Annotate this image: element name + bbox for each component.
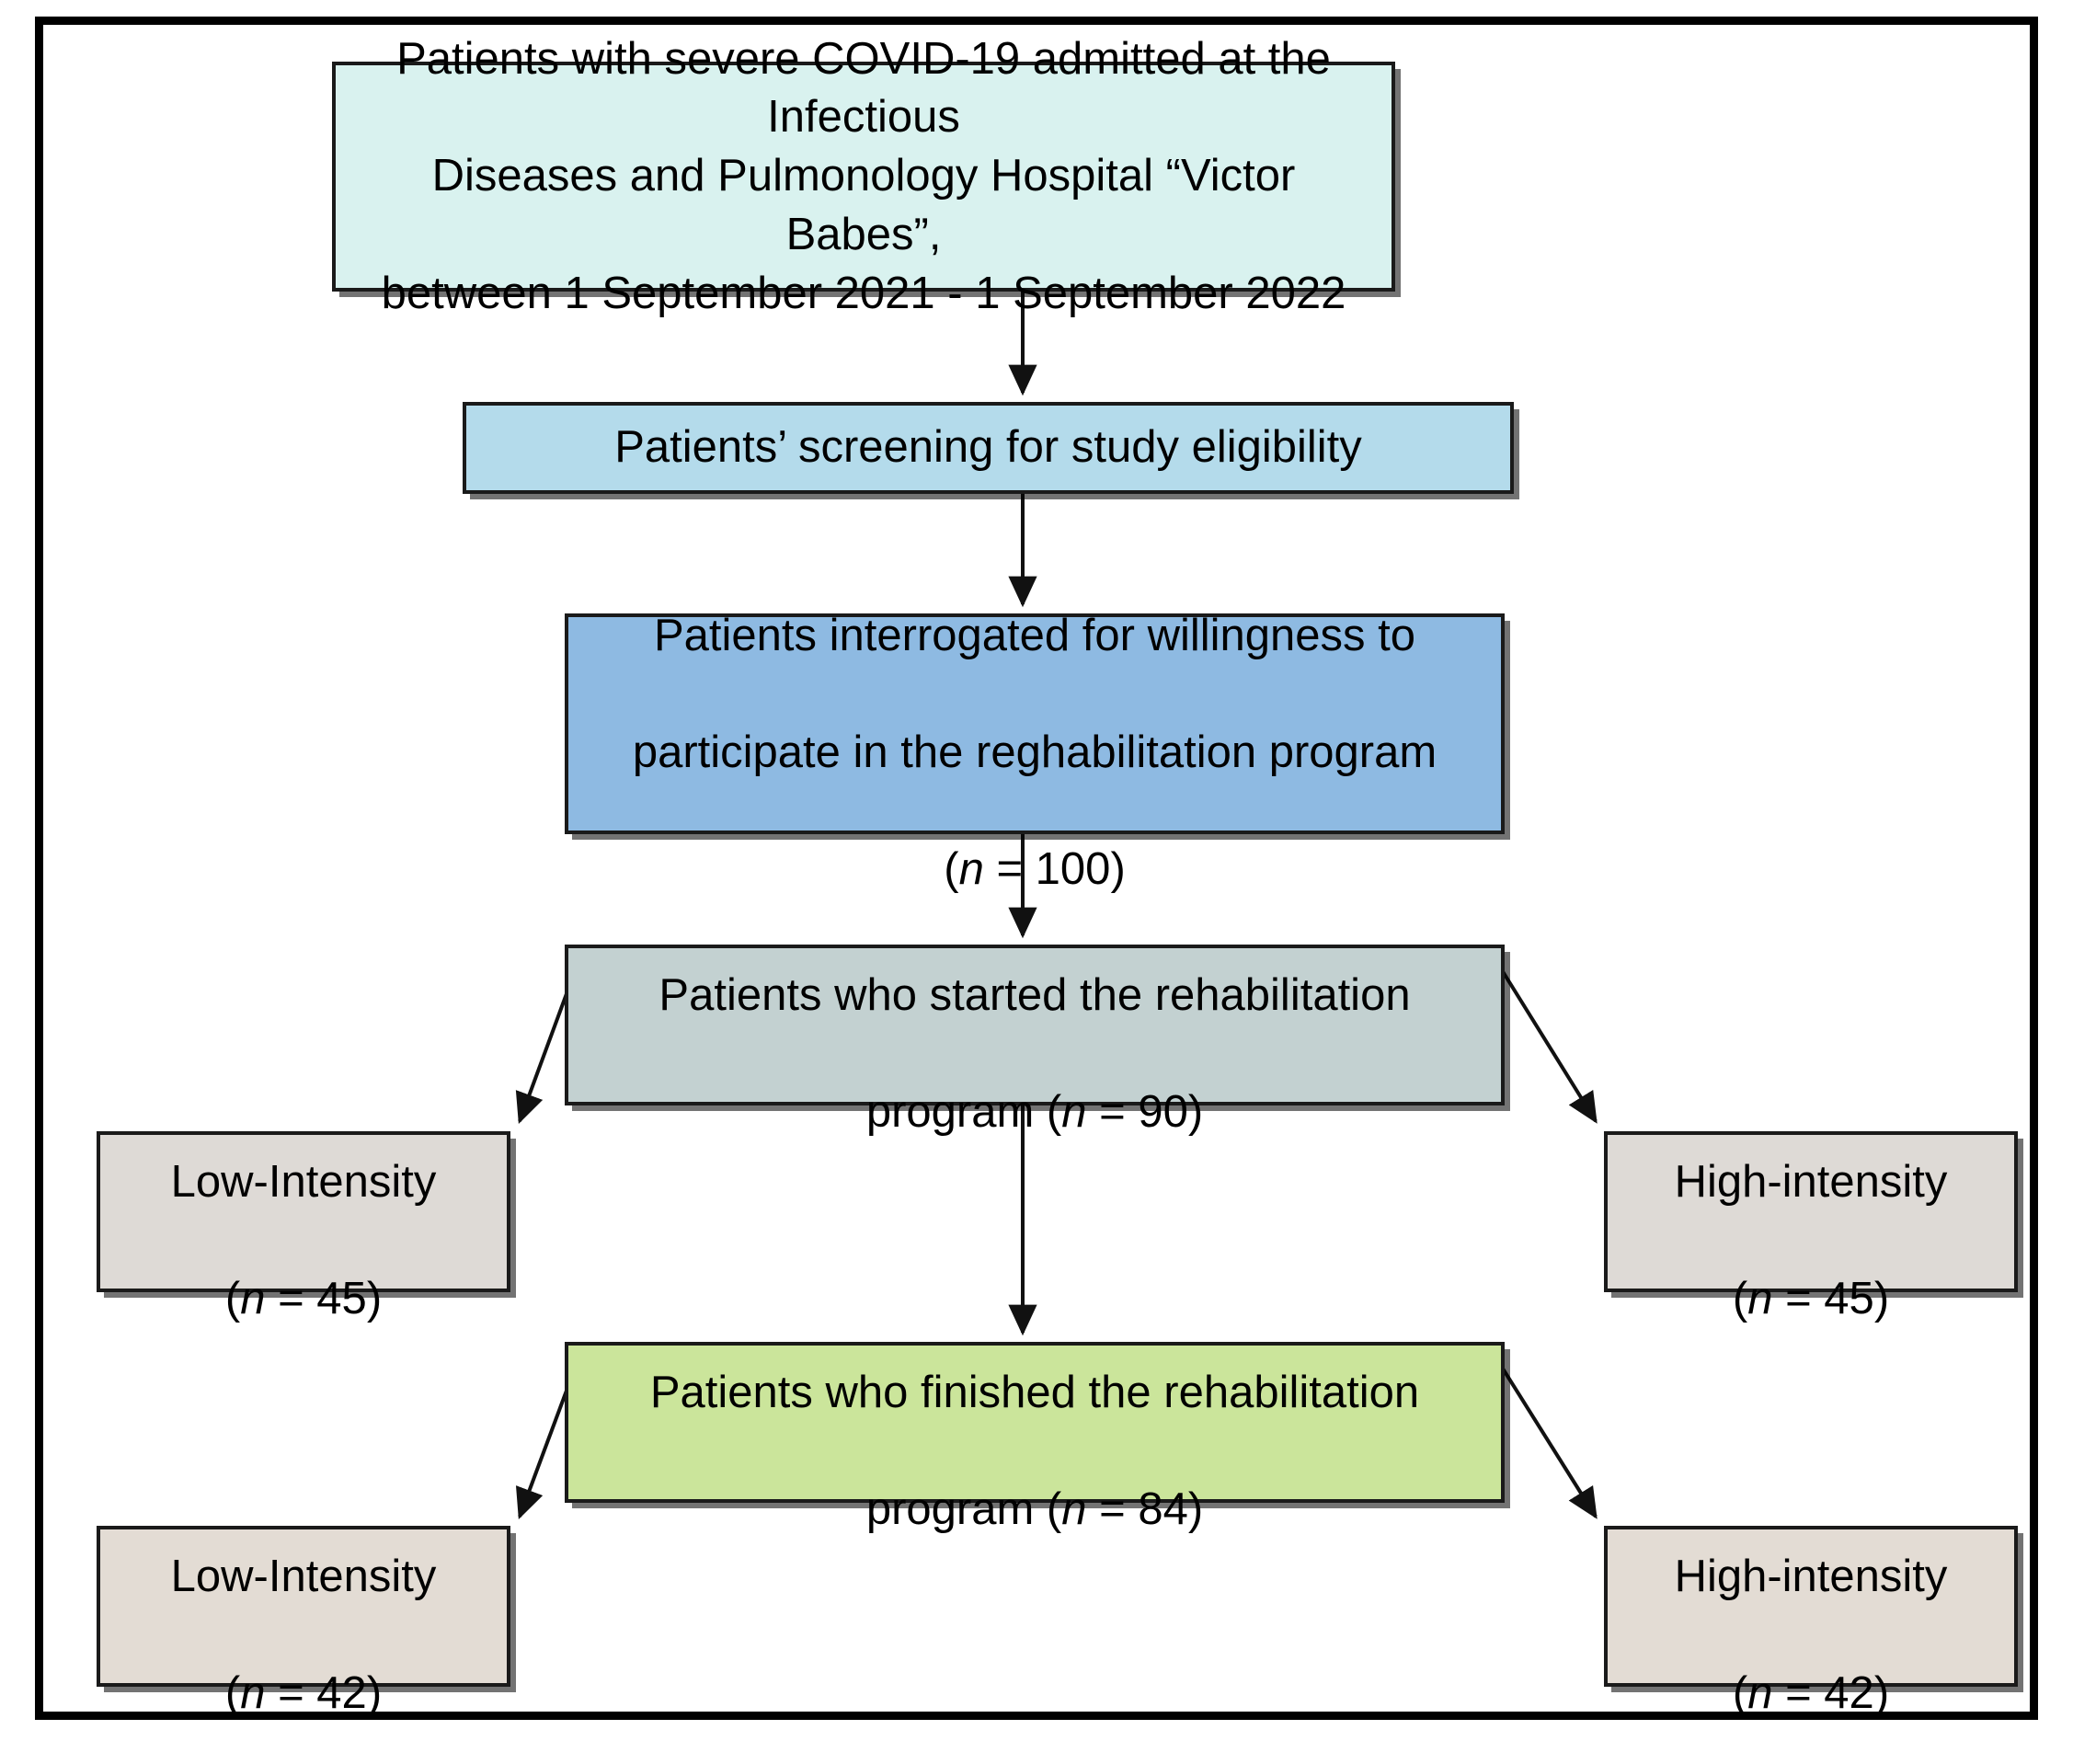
node-low-45-count: 45 xyxy=(316,1274,367,1324)
node-high-45-paren-open: ( xyxy=(1732,1274,1748,1324)
node-started-text: Patients who started the rehabilitation … xyxy=(581,908,1488,1142)
node-high-45-label: High-intensity xyxy=(1674,1156,1948,1207)
node-high-42-label: High-intensity xyxy=(1674,1551,1948,1601)
node-interrogated-count: 100 xyxy=(1035,844,1111,895)
node-low-42-count: 42 xyxy=(316,1668,367,1719)
node-low-45-paren-open: ( xyxy=(224,1274,241,1324)
node-high-42-text: High-intensity (n = 42) xyxy=(1621,1489,2001,1724)
node-started-n-symbol: n xyxy=(1061,1087,1087,1138)
node-screening-text: Patients’ screening for study eligibilit… xyxy=(614,422,1362,473)
node-high-45-n-symbol: n xyxy=(1747,1274,1773,1324)
node-started-count: 90 xyxy=(1138,1087,1188,1138)
node-low-45-equals: = xyxy=(265,1274,317,1324)
node-high-42-equals: = xyxy=(1772,1668,1825,1719)
node-high-42-count: 42 xyxy=(1824,1668,1874,1719)
node-started-line2-suffix: ) xyxy=(1187,1087,1204,1138)
node-interrogated-text: Patients interrogated for willingness to… xyxy=(581,548,1488,899)
node-low-45-label: Low-Intensity xyxy=(170,1156,437,1207)
node-interrogated-line1: Patients interrogated for willingness to xyxy=(654,610,1415,660)
node-interrogated-paren-open: ( xyxy=(944,844,959,895)
node-patients-interrogated[interactable]: Patients interrogated for willingness to… xyxy=(565,611,1505,894)
node-low-42-paren-close: ) xyxy=(366,1668,383,1719)
node-low-42-n-symbol: n xyxy=(240,1668,266,1719)
node-patients-screening[interactable]: Patients’ screening for study eligibilit… xyxy=(463,402,1514,494)
node-high-45-equals: = xyxy=(1772,1274,1825,1324)
node-low-42-label: Low-Intensity xyxy=(170,1551,437,1601)
node-low-42-text: Low-Intensity (n = 42) xyxy=(113,1489,494,1724)
node-low-45-paren-close: ) xyxy=(366,1274,383,1324)
node-low-intensity-42[interactable]: Low-Intensity (n = 42) xyxy=(97,1526,510,1718)
node-high-45-text: High-intensity (n = 45) xyxy=(1621,1094,2001,1329)
node-finished-line2-prefix: program ( xyxy=(865,1484,1062,1535)
node-patients-finished[interactable]: Patients who finished the rehabilitation… xyxy=(565,1342,1505,1534)
node-finished-equals: = xyxy=(1086,1484,1139,1535)
node-finished-count: 84 xyxy=(1138,1484,1188,1535)
node-interrogated-equals: = xyxy=(983,844,1036,895)
node-low-45-n-symbol: n xyxy=(240,1274,266,1324)
node-started-equals: = xyxy=(1086,1087,1139,1138)
node-low-intensity-45[interactable]: Low-Intensity (n = 45) xyxy=(97,1131,510,1323)
node-finished-text: Patients who finished the rehabilitation… xyxy=(581,1305,1488,1540)
node-high-45-paren-close: ) xyxy=(1873,1274,1890,1324)
node-high-42-paren-close: ) xyxy=(1873,1668,1890,1719)
figure-outer-border: Patients with severe COVID-19 admitted a… xyxy=(35,17,2038,1720)
node-low-42-paren-open: ( xyxy=(224,1668,241,1719)
node-interrogated-paren-close: ) xyxy=(1110,844,1126,895)
node-high-42-n-symbol: n xyxy=(1747,1668,1773,1719)
node-high-42-paren-open: ( xyxy=(1732,1668,1748,1719)
node-finished-n-symbol: n xyxy=(1061,1484,1087,1535)
node-low-42-equals: = xyxy=(265,1668,317,1719)
node-high-45-count: 45 xyxy=(1824,1274,1874,1324)
node-started-line2-prefix: program ( xyxy=(865,1087,1062,1138)
node-patients-admitted[interactable]: Patients with severe COVID-19 admitted a… xyxy=(332,34,1395,318)
node-admitted-text: Patients with severe COVID-19 admitted a… xyxy=(381,33,1346,318)
node-patients-started[interactable]: Patients who started the rehabilitation … xyxy=(565,945,1505,1137)
node-high-intensity-42[interactable]: High-intensity (n = 42) xyxy=(1604,1526,2018,1718)
node-low-45-text: Low-Intensity (n = 45) xyxy=(113,1094,494,1329)
node-finished-line1: Patients who finished the rehabilitation xyxy=(649,1367,1420,1417)
node-interrogated-line2: participate in the reghabilitation progr… xyxy=(632,727,1437,777)
node-interrogated-n-symbol: n xyxy=(958,844,984,895)
node-finished-line2-suffix: ) xyxy=(1187,1484,1204,1535)
node-high-intensity-45[interactable]: High-intensity (n = 45) xyxy=(1604,1131,2018,1323)
node-started-line1: Patients who started the rehabilitation xyxy=(659,969,1411,1020)
